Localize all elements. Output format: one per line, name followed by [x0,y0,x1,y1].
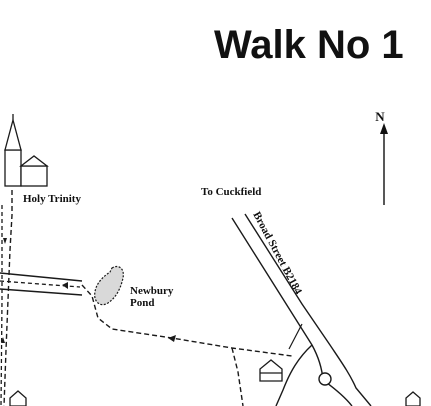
north-arrow-icon: N [375,109,388,205]
building-icon [259,359,283,382]
north-label: N [375,109,385,124]
broad-street-road [231,213,372,406]
direction-arrow [168,335,176,342]
cuckfield-label: To Cuckfield [201,186,261,198]
track [0,272,83,296]
building-icon [405,391,421,406]
church-icon [4,114,49,187]
direction-arrow [3,238,7,244]
building-icon [9,390,27,406]
pond-label-1: Newbury [130,285,174,297]
church-label: Holy Trinity [23,193,81,205]
direction-arrow [1,337,5,343]
footpath-edge [0,205,3,406]
pond-label-2: Pond [130,297,154,309]
pond-icon [94,265,124,306]
footpath-south [231,347,244,406]
road-label: Broad Street B2184 [250,210,304,297]
roundabout [318,372,332,386]
footpath-left [3,190,13,406]
page-title: Walk No 1 [214,23,404,67]
